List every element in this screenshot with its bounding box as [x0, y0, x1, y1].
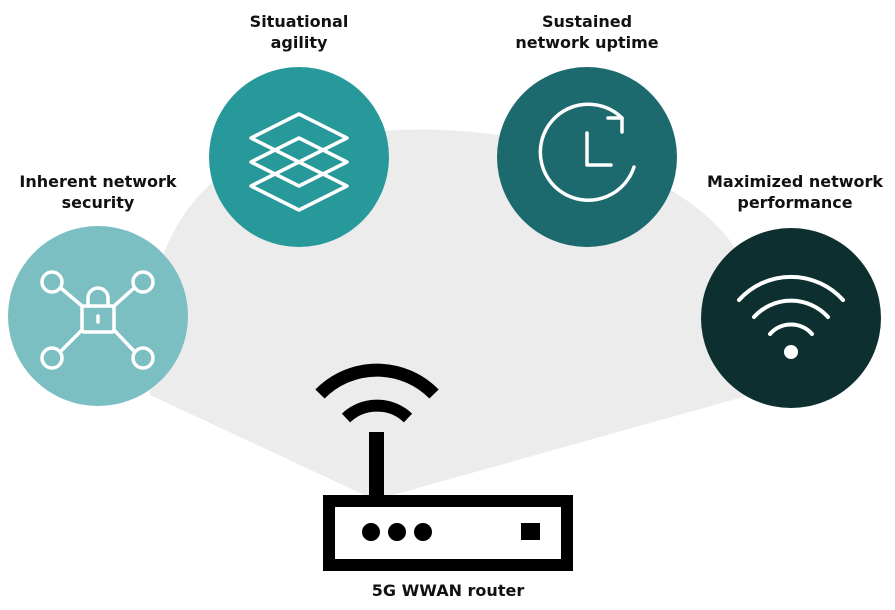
- label-router: 5G WWAN router: [371, 581, 525, 600]
- clock-refresh-icon: [538, 102, 636, 202]
- label-inherent-network-security: Inherent network security: [19, 172, 177, 212]
- performance-badge: [701, 228, 881, 408]
- uptime-badge: [497, 67, 677, 247]
- label-situational-agility: Situational agility: [249, 12, 349, 52]
- security-badge: [8, 226, 188, 406]
- label-maximized-network-performance: Maximized network performance: [706, 172, 884, 212]
- stacked-layers-icon: [249, 112, 349, 212]
- wifi-dot: [784, 345, 798, 359]
- wifi-icon: [737, 274, 845, 336]
- network-lock-icon: [40, 270, 155, 370]
- agility-badge: [209, 67, 389, 247]
- router-icon: [315, 363, 573, 571]
- label-sustained-network-uptime: Sustained network uptime: [515, 12, 659, 52]
